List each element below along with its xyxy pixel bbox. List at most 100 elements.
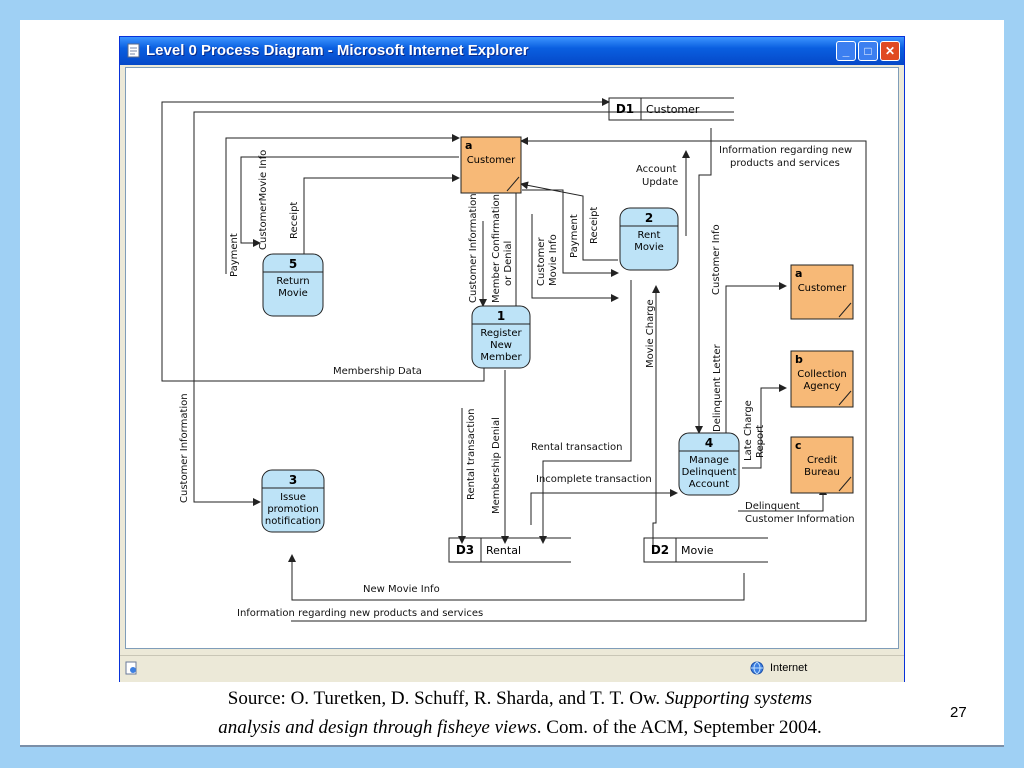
maximize-icon: □ <box>864 44 872 58</box>
entity-label: Collection <box>797 369 846 380</box>
label-new-movie-info: New Movie Info <box>363 584 440 595</box>
flow-customer-information-d1 <box>193 111 734 506</box>
entity-box <box>790 264 854 320</box>
store-d3-name: Rental <box>486 544 521 557</box>
caption-line1-italic: Supporting systems <box>664 688 813 709</box>
label-info-new-products-top-2: products and services <box>730 158 840 169</box>
label-member-confirmation-1: Member Confirmation <box>491 194 502 303</box>
label-account-update-1: Account <box>636 164 676 175</box>
slide-number: 27 <box>950 704 967 721</box>
data-flow-diagram: D1 Customer D3 Rental D2 Movie 1Register… <box>161 97 867 622</box>
process-label: Return <box>276 276 309 287</box>
flow-late-charge-report <box>742 384 787 469</box>
label-info-new-products-bottom: Information regarding new products and s… <box>237 608 483 619</box>
label-customer-information-left: Customer Information <box>179 393 190 503</box>
process-number: 4 <box>705 436 713 450</box>
status-bar: Internet <box>120 655 904 682</box>
minimize-icon: _ <box>842 44 850 58</box>
flow-lines <box>161 98 867 622</box>
entity-label: Customer <box>798 283 847 294</box>
source-caption: Source: O. Turetken, D. Schuff, R. Shard… <box>60 684 980 742</box>
title-bar[interactable]: Level 0 Process Diagram - Microsoft Inte… <box>120 37 904 65</box>
label-delinquent-1: Delinquent <box>745 501 800 512</box>
process-label: Register <box>480 328 522 339</box>
page-status-icon <box>125 661 137 675</box>
flow-rental-transaction-from-p2 <box>539 280 632 544</box>
store-d1-code: D1 <box>616 102 634 116</box>
label-rental-transaction-horizontal: Rental transaction <box>531 442 622 453</box>
close-icon: ✕ <box>884 44 896 58</box>
entity-corner-mark <box>838 476 852 492</box>
store-d3-code: D3 <box>456 543 474 557</box>
close-button[interactable]: ✕ <box>880 41 900 61</box>
label-membership-data: Membership Data <box>333 366 422 377</box>
entity-box <box>460 136 522 194</box>
label-customer-information-mid: Customer Information <box>468 193 479 303</box>
entity-corner-mark <box>838 390 852 406</box>
flow-label-group: Information regarding new products and s… <box>237 145 855 619</box>
process-label: notification <box>265 516 321 527</box>
entity-box <box>790 436 854 494</box>
caption-line2-plain: . Com. of the ACM, September 2004. <box>536 717 822 738</box>
minimize-button[interactable]: _ <box>836 41 856 61</box>
process-label: Manage <box>689 455 729 466</box>
label-account-update-2: Update <box>642 177 678 188</box>
process-number: 5 <box>289 257 297 271</box>
entity-label: Customer <box>467 155 516 166</box>
process-label: promotion <box>267 504 318 515</box>
entity-box <box>790 350 854 408</box>
entity-label: Agency <box>803 381 840 392</box>
label-late-charge-report-1: Late Charge <box>743 400 754 461</box>
caption-line1-plain: Source: O. Turetken, D. Schuff, R. Shard… <box>227 688 665 709</box>
label-receipt-mid: Receipt <box>589 207 600 244</box>
entity-label: Credit <box>807 455 837 466</box>
flow-payment-mid <box>522 189 619 277</box>
process-box <box>471 305 531 369</box>
maximize-button[interactable]: □ <box>858 41 878 61</box>
label-customer-movie-info-mid-1: Customer <box>536 237 547 286</box>
flow-delinquent-customer-info <box>738 487 827 512</box>
entity-letter: c <box>795 439 802 452</box>
flow-delinquent-letter <box>725 282 787 448</box>
caption-line2-italic: analysis and design through fisheye view… <box>218 717 537 738</box>
label-incomplete-transaction: Incomplete transaction <box>536 474 652 485</box>
process-label: Movie <box>634 242 664 253</box>
window-title: Level 0 Process Diagram - Microsoft Inte… <box>146 42 529 59</box>
flow-customer-info-d1-to-p4 <box>695 128 712 434</box>
flow-payment-left <box>225 134 460 274</box>
flow-receipt-mid <box>520 181 618 261</box>
label-delinquent-2: Customer Information <box>745 514 855 525</box>
label-customer-movie-info-left: CustomerMovie Info <box>258 150 269 250</box>
entity-letter: b <box>795 353 803 366</box>
label-movie-charge: Movie Charge <box>645 299 656 368</box>
entity-letter: a <box>795 267 802 280</box>
label-customer-movie-info-mid-2: Movie Info <box>548 234 559 286</box>
process-number: 1 <box>497 309 505 323</box>
vertical-label-group: CustomerMovie Info Payment Receipt Custo… <box>179 150 766 514</box>
ie-page-icon <box>127 43 140 58</box>
flow-info-new-products-top <box>291 137 867 622</box>
label-customer-info-right: Customer Info <box>711 224 722 295</box>
data-store-shapes <box>448 97 768 563</box>
label-rental-transaction-vertical: Rental transaction <box>466 409 477 500</box>
process-label: Delinquent <box>682 467 737 478</box>
entity-corner-mark <box>838 302 852 318</box>
label-member-confirmation-2: or Denial <box>503 241 514 286</box>
process-number: 2 <box>645 211 653 225</box>
store-d2-code: D2 <box>651 543 669 557</box>
entity-shapes: aCustomeraCustomerbCollectionAgencycCred… <box>460 136 854 494</box>
process-label: Account <box>689 479 729 490</box>
process-label: Member <box>480 352 522 363</box>
internet-zone-icon <box>750 661 764 675</box>
label-payment-mid: Payment <box>569 214 580 258</box>
process-shapes: 1RegisterNewMember2RentMovie3Issuepromot… <box>261 207 740 533</box>
process-number: 3 <box>289 473 297 487</box>
status-zone-label: Internet <box>770 662 808 674</box>
